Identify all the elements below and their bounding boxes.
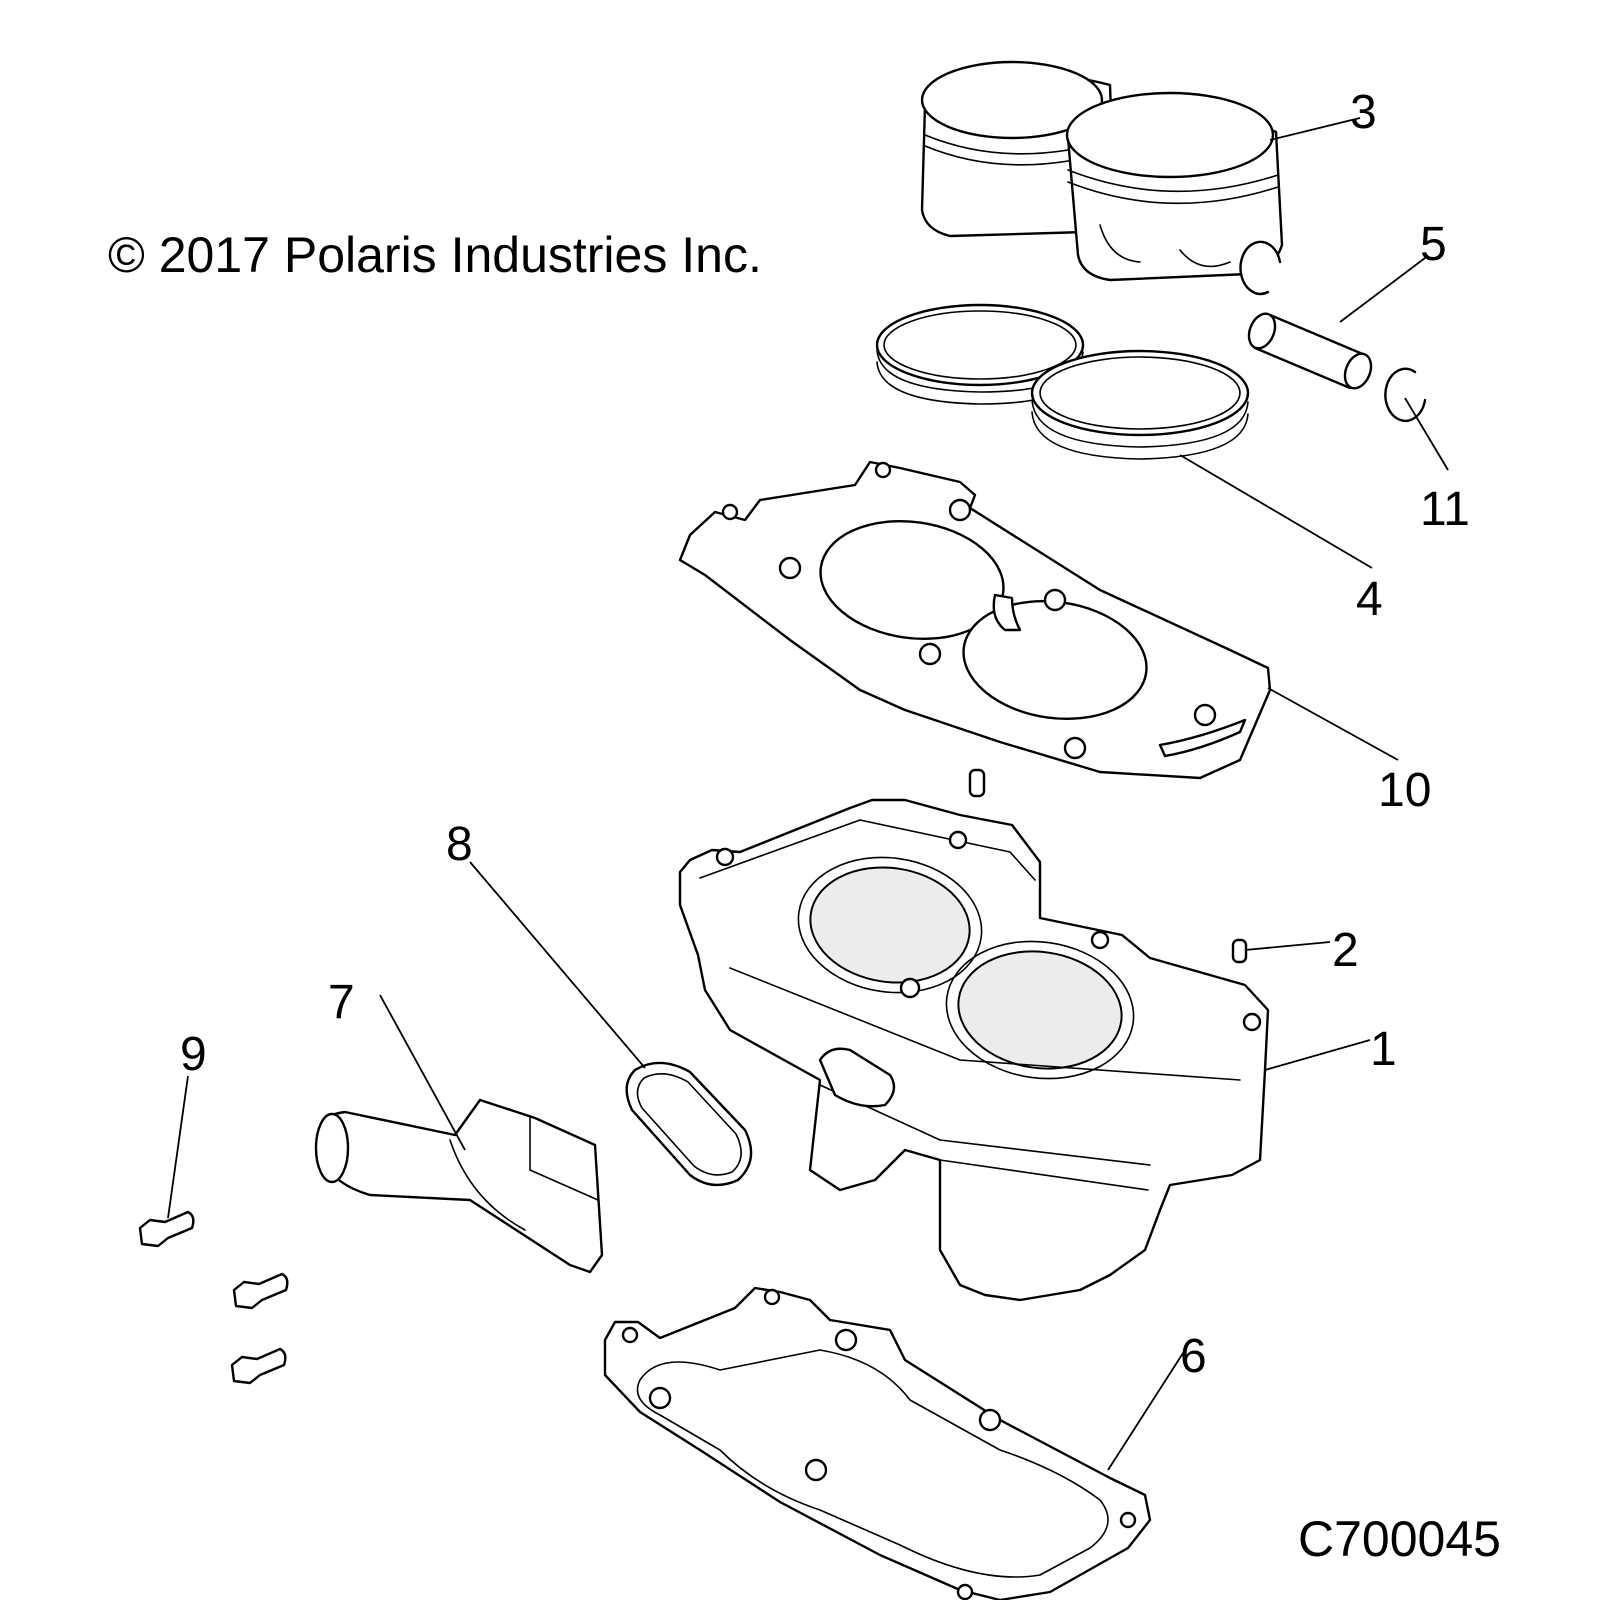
callout-5: 5	[1420, 218, 1447, 271]
leader-lines	[167, 117, 1449, 1471]
copyright-notice: © 2017 Polaris Industries Inc.	[108, 227, 762, 283]
callout-3: 3	[1350, 86, 1377, 139]
pistons	[920, 60, 1284, 282]
callout-4: 4	[1356, 573, 1383, 626]
callout-9: 9	[180, 1028, 207, 1081]
callout-11: 11	[1420, 483, 1470, 536]
figure-id: C700045	[1298, 1511, 1501, 1567]
cylinder-block	[678, 798, 1270, 1302]
outlet-seal	[625, 1061, 753, 1187]
piston-rings	[875, 303, 1250, 460]
callout-8: 8	[446, 818, 473, 871]
dowel-pin-upper	[968, 768, 986, 798]
circlips	[1239, 240, 1427, 422]
dowel-pin-lower	[1231, 938, 1248, 964]
bolts	[138, 1210, 289, 1385]
callout-7: 7	[328, 976, 355, 1029]
water-outlet	[314, 1098, 604, 1274]
callout-labels: 3 5 11 4 10 8 2 7 1 9 6	[180, 86, 1470, 1383]
wrist-pin	[1247, 312, 1373, 390]
head-gasket	[678, 460, 1272, 780]
callout-1: 1	[1370, 1023, 1397, 1076]
callout-2: 2	[1332, 924, 1359, 977]
callout-10: 10	[1378, 764, 1431, 817]
base-gasket	[603, 1286, 1152, 1600]
callout-6: 6	[1180, 1330, 1207, 1383]
